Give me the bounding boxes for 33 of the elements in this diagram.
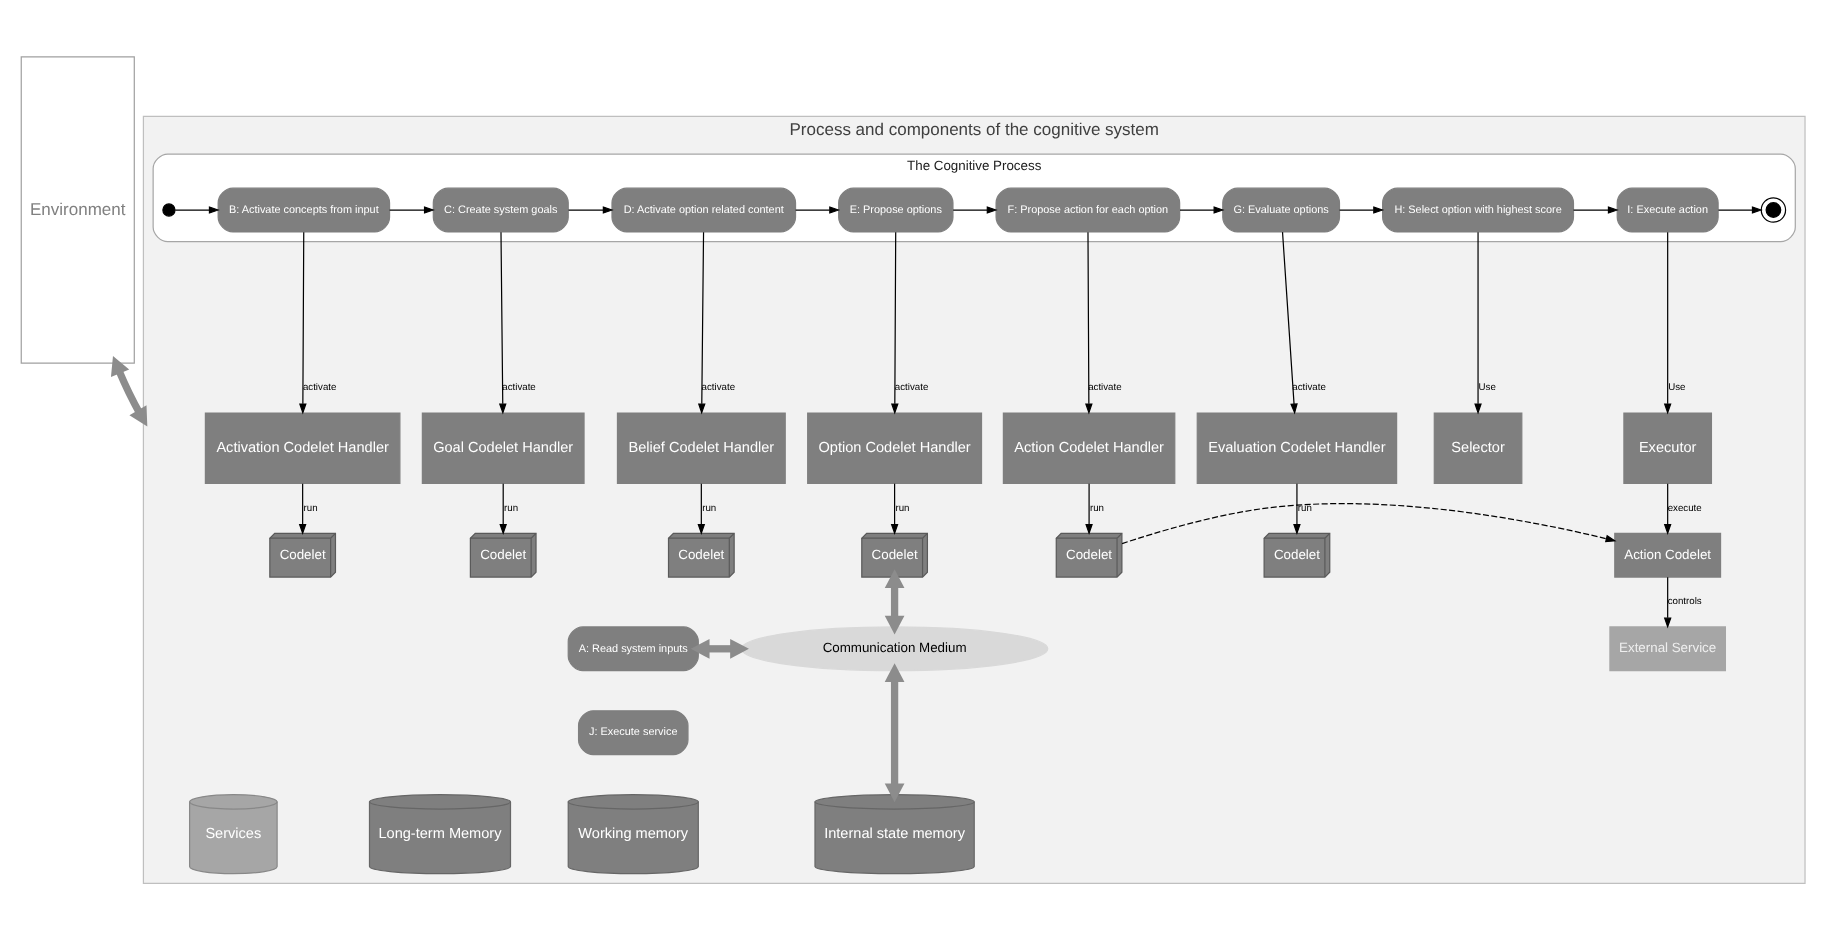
arrow bbox=[299, 231, 307, 415]
arrow bbox=[1717, 206, 1763, 214]
arrow bbox=[1085, 483, 1093, 535]
arrow bbox=[697, 483, 706, 535]
arrow bbox=[567, 206, 614, 214]
arrow bbox=[1281, 231, 1298, 415]
arrow bbox=[1663, 576, 1672, 629]
arrow bbox=[884, 663, 905, 803]
arrow bbox=[498, 231, 507, 415]
arrow bbox=[1663, 483, 1672, 535]
node-box: Environment bbox=[20, 56, 135, 364]
arrow bbox=[110, 355, 148, 427]
arrow bbox=[884, 569, 905, 635]
arrow bbox=[952, 206, 998, 214]
arrow bbox=[1293, 483, 1301, 535]
arrow bbox=[697, 231, 706, 415]
arrow bbox=[1474, 231, 1482, 415]
arrow bbox=[174, 206, 220, 214]
arrow bbox=[795, 206, 841, 214]
arrow bbox=[1179, 206, 1225, 214]
arrow bbox=[890, 483, 899, 535]
arrow bbox=[891, 231, 899, 415]
arrow bbox=[1573, 206, 1619, 214]
arrow bbox=[1663, 231, 1672, 415]
arrow bbox=[1339, 206, 1385, 214]
arrow bbox=[389, 206, 435, 214]
arrow bbox=[1085, 231, 1093, 415]
node-circle bbox=[1760, 197, 1787, 223]
arrow bbox=[1121, 503, 1617, 545]
arrow bbox=[690, 638, 749, 659]
arrow bbox=[298, 483, 307, 535]
arrow bbox=[499, 483, 508, 535]
node-circle bbox=[162, 203, 176, 217]
